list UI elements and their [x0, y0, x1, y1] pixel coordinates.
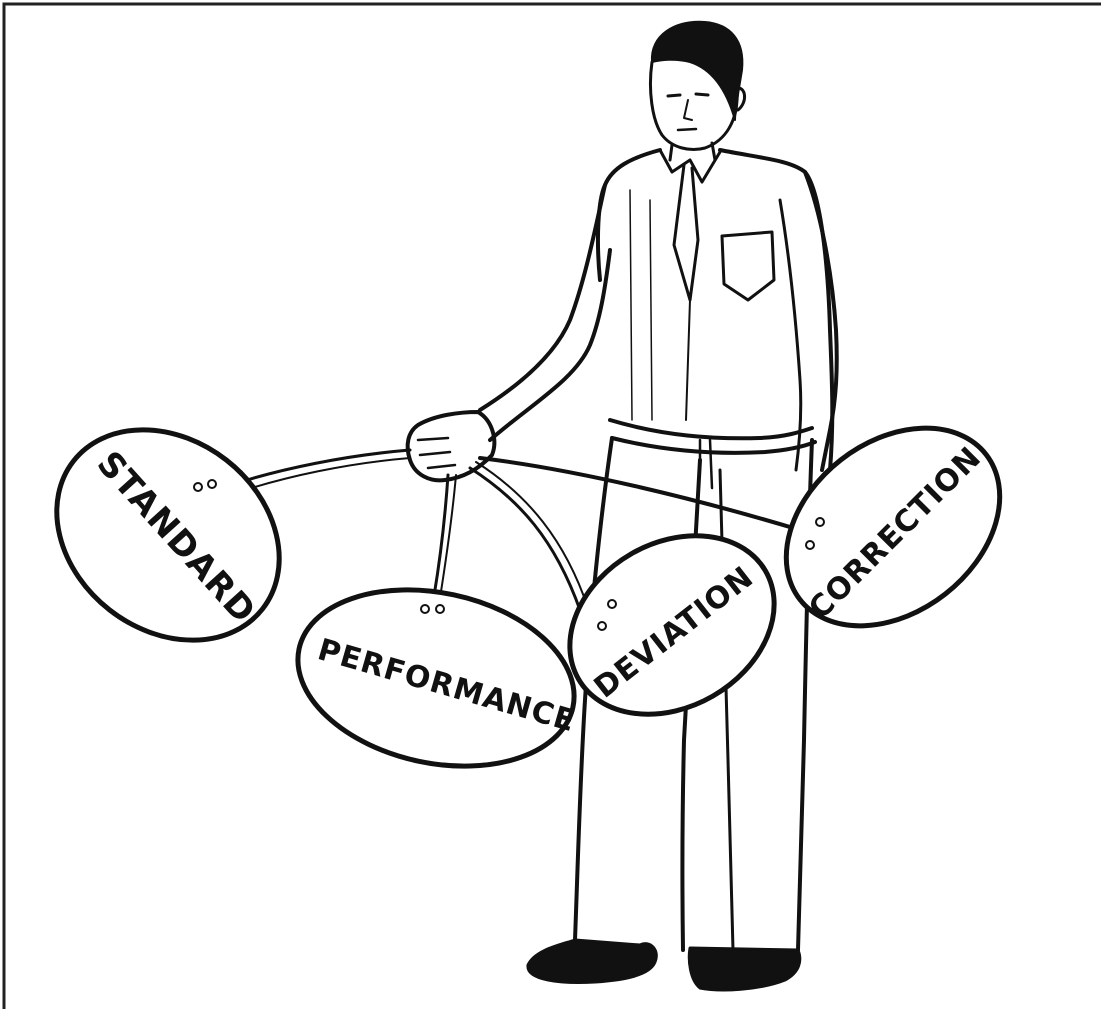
tie: [674, 165, 698, 300]
mouth: [678, 129, 696, 130]
belt-top: [610, 420, 812, 438]
shirt-placket: [686, 300, 690, 420]
belt-bottom: [612, 438, 815, 453]
right-arm-outer: [805, 172, 837, 470]
shirt-pocket: [722, 232, 774, 300]
left-arm-lower: [490, 250, 610, 440]
fly: [700, 440, 712, 488]
string-deviation: [470, 468, 580, 610]
balloon-correction: CORRECTION: [748, 387, 1039, 666]
hair: [652, 22, 742, 120]
shirt-folds: [630, 190, 652, 420]
right-arm-inner: [780, 200, 801, 470]
hand: [408, 412, 495, 480]
balloon-standard: STANDARD: [15, 386, 321, 683]
eyes: [668, 94, 708, 96]
left-arm-upper: [480, 185, 605, 410]
collar: [660, 150, 720, 182]
fingers: [418, 438, 455, 468]
right-shoe: [689, 948, 799, 990]
string-performance: [434, 475, 448, 596]
balloon-deviation: DEVIATION: [537, 500, 806, 750]
man-figure: [408, 22, 837, 990]
nose: [684, 100, 692, 120]
left-shoe: [528, 940, 656, 982]
balloon-performance: PERFORMANCE: [281, 566, 590, 791]
